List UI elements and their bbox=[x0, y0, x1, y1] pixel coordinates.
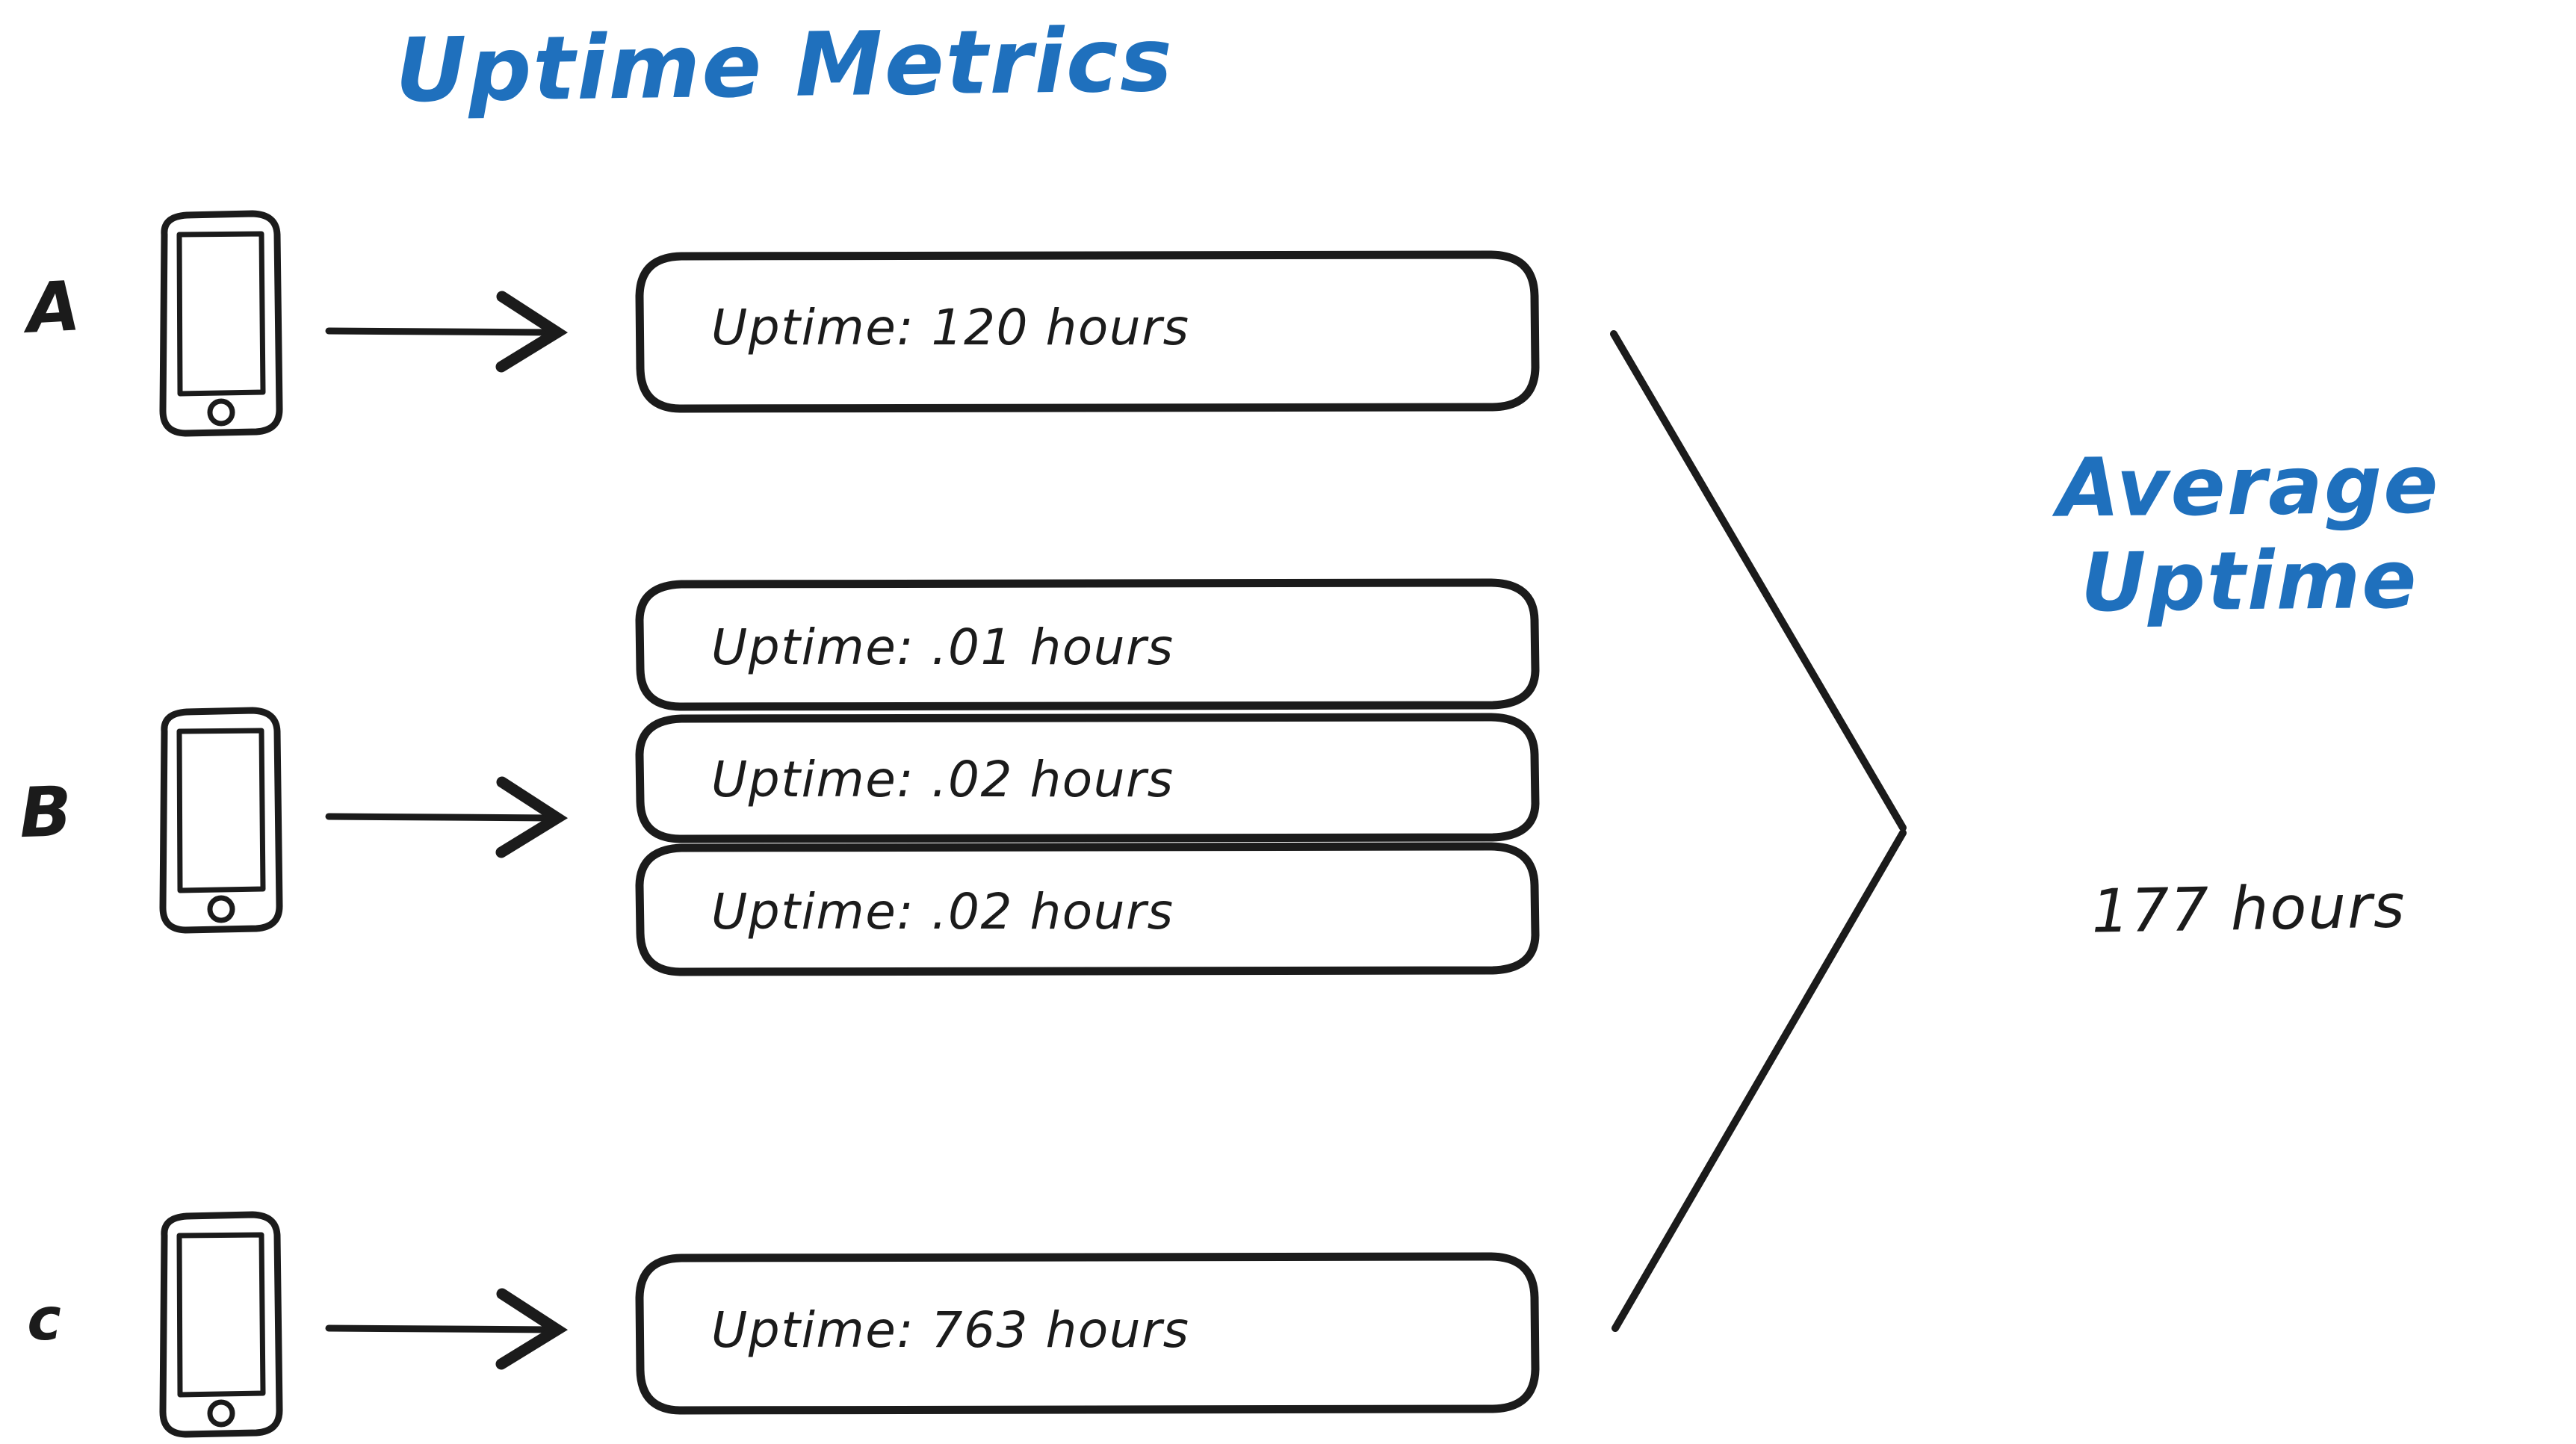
group-label-b: B bbox=[18, 771, 74, 854]
group-label-c: c bbox=[25, 1286, 64, 1354]
arrow-right-icon bbox=[329, 782, 557, 852]
record-label: Uptime: 120 hours bbox=[711, 299, 1190, 356]
phone-icon bbox=[163, 710, 279, 930]
converging-lines-icon bbox=[1610, 330, 1907, 1332]
arrow-right-icon bbox=[329, 1294, 557, 1364]
phone-icon bbox=[163, 1215, 279, 1434]
record-label: Uptime: .02 hours bbox=[711, 883, 1174, 941]
group-label-a: A bbox=[25, 266, 83, 349]
arrow-right-icon bbox=[329, 297, 557, 367]
summary-title-line-2: Uptime bbox=[2080, 533, 2419, 630]
summary-title-line-1: Average bbox=[2056, 438, 2440, 536]
page-title: Uptime Metrics bbox=[394, 7, 1174, 123]
phone-icon bbox=[163, 214, 279, 433]
record-label: Uptime: 763 hours bbox=[711, 1301, 1190, 1359]
record-label: Uptime: .02 hours bbox=[711, 751, 1174, 808]
summary-value: 177 hours bbox=[2090, 871, 2407, 946]
record-label: Uptime: .01 hours bbox=[711, 619, 1174, 676]
